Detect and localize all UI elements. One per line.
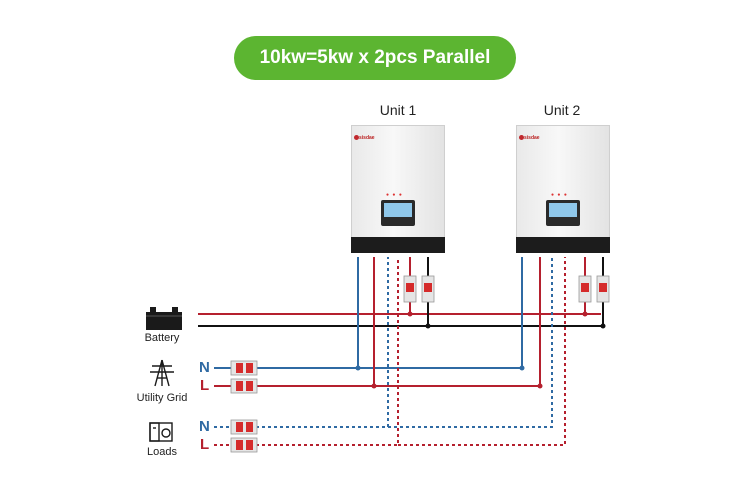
loads-label: Loads [147, 446, 177, 458]
inverter-housing: sisdae ● ● ● [516, 125, 610, 238]
lcd-panel [546, 200, 580, 226]
load-neutral-breaker [230, 419, 258, 435]
lcd-screen [549, 203, 577, 217]
battery-label: Battery [144, 332, 180, 344]
lcd-panel [381, 200, 415, 226]
brand-name: sisdae [524, 135, 540, 141]
brand-name: sisdae [359, 135, 375, 141]
lcd-screen [384, 203, 412, 217]
battery-icon [146, 307, 182, 330]
grid-neutral-breaker [230, 360, 258, 376]
diagram-title: 10kw=5kw x 2pcs Parallel [234, 36, 516, 80]
inverter-terminal-base [351, 237, 445, 253]
inverter-terminal-base [516, 237, 610, 253]
unit-2-dc-breakers [578, 257, 610, 329]
load-live-letter: L [200, 436, 210, 453]
status-leds: ● ● ● [551, 192, 568, 198]
utility-grid-label: Utility Grid [136, 392, 188, 404]
grid-live-breaker [230, 378, 258, 394]
grid-neutral-letter: N [199, 359, 210, 376]
load-live-breaker [230, 437, 258, 453]
unit-1-dc-breakers [403, 257, 435, 329]
unit-2-label: Unit 2 [543, 102, 581, 118]
brand-logo-icon [519, 135, 524, 140]
load-live-lines [214, 257, 566, 446]
inverter-unit-2: sisdae ● ● ● [516, 125, 610, 257]
utility-pylon-icon [150, 359, 174, 387]
unit-1-label: Unit 1 [379, 102, 417, 118]
load-neutral-letter: N [199, 418, 210, 435]
load-neutral-lines [214, 257, 553, 428]
grid-live-letter: L [200, 377, 210, 394]
inverter-unit-1: sisdae ● ● ● [351, 125, 445, 257]
status-leds: ● ● ● [386, 192, 403, 198]
inverter-housing: sisdae ● ● ● [351, 125, 445, 238]
appliance-loads-icon [149, 422, 173, 442]
brand-logo-icon [354, 135, 359, 140]
